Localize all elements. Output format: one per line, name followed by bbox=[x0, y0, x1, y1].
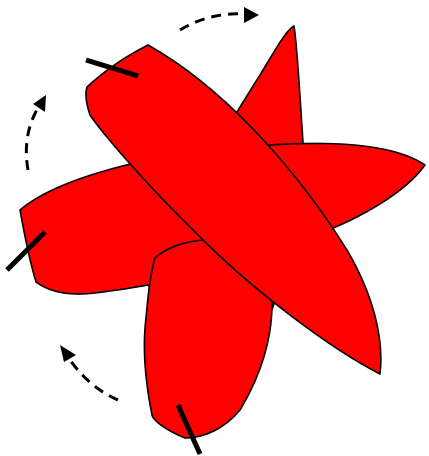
arrowhead-icon bbox=[244, 7, 259, 23]
rotation-arrow-top bbox=[180, 7, 259, 30]
rotation-arrow-bottom bbox=[60, 345, 118, 400]
rotation-arrow-left bbox=[26, 95, 46, 170]
arrowhead-icon bbox=[33, 95, 46, 112]
arrowhead-icon bbox=[60, 345, 76, 362]
